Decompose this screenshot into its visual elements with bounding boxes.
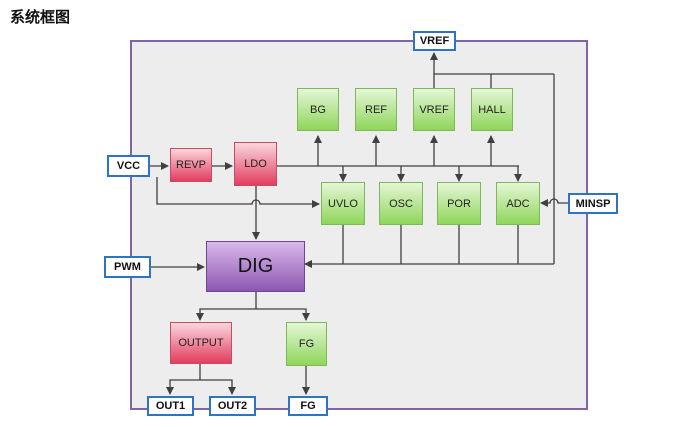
- pin-fg: FG: [288, 396, 328, 416]
- pin-out1: OUT1: [147, 396, 194, 416]
- block-adc: ADC: [496, 182, 540, 225]
- wire-dig-output: [196, 292, 257, 321]
- pin-minsp: MINSP: [568, 193, 618, 214]
- block-output: OUTPUT: [170, 322, 232, 364]
- wire-output-out1: [166, 364, 201, 395]
- block-osc: OSC: [379, 182, 423, 225]
- pin-vcc: VCC: [107, 155, 150, 177]
- wire-output-out2: [200, 379, 236, 395]
- block-ref: REF: [355, 88, 397, 131]
- wire-minsp-adc: [540, 198, 568, 207]
- block-hall: HALL: [471, 88, 513, 131]
- pin-pwm: PWM: [104, 256, 151, 278]
- wire-dig-fg: [256, 308, 310, 321]
- pin-out2: OUT2: [209, 396, 256, 416]
- block-dig: DIG: [206, 241, 305, 292]
- block-vref: VREF: [413, 88, 455, 131]
- diagram-title: 系统框图: [10, 9, 71, 26]
- block-revp: REVP: [170, 148, 212, 182]
- block-fg: FG: [286, 322, 327, 366]
- wire-vcc-uvlo: [156, 177, 320, 208]
- block-por: POR: [437, 182, 481, 225]
- pin-vref: VREF: [413, 31, 456, 51]
- block-ldo: LDO: [234, 142, 277, 186]
- block-bg: BG: [297, 88, 339, 131]
- block-uvlo: UVLO: [321, 182, 365, 225]
